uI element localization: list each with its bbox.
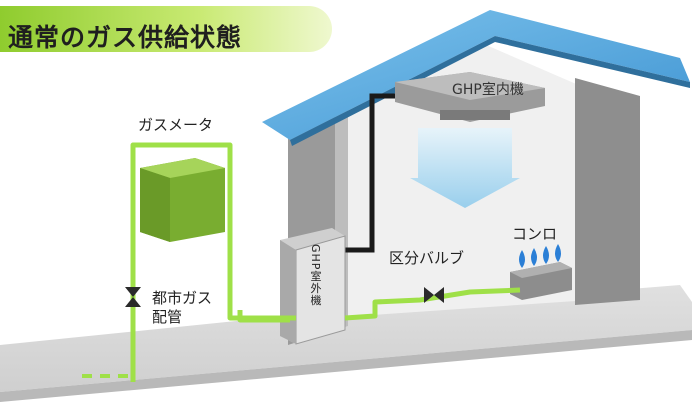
gas-pipe <box>130 142 521 382</box>
stove-flames <box>519 244 561 268</box>
ghp-indoor-unit-top <box>395 72 545 100</box>
house-right-wall <box>575 78 640 305</box>
title-banner: 通常のガス供給状態 <box>0 6 332 52</box>
city-gas-pipe-label: 都市ガス 配管 <box>152 289 242 327</box>
ghp-indoor-label: GHP室内機 <box>452 82 524 98</box>
city-gas-label-line1: 都市ガス <box>152 289 213 307</box>
stove-label: コンロ <box>512 225 558 243</box>
city-gas-valve <box>125 287 141 297</box>
gas-meter-label: ガスメータ <box>138 116 214 134</box>
section-valve-label: 区分バルブ <box>389 249 465 267</box>
city-gas-label-line2: 配管 <box>152 308 183 326</box>
section-valve-right <box>434 287 444 303</box>
page-title: 通常のガス供給状態 <box>8 23 243 52</box>
ghp-outdoor-label: GHP室外機 <box>309 244 322 307</box>
ghp-indoor-vent <box>440 110 510 120</box>
gas-meter-top <box>140 158 225 178</box>
roof-edge <box>290 36 690 146</box>
roof <box>262 10 690 140</box>
city-gas-valve-lower <box>125 297 141 307</box>
refrigerant-pipe <box>340 93 410 253</box>
ground-slab-edge <box>0 330 692 402</box>
ghp-outdoor-unit-side <box>280 240 296 344</box>
stove-top <box>510 262 572 278</box>
ground-slab <box>0 285 692 392</box>
airflow-arrow <box>410 128 520 208</box>
gas-meter-front <box>140 168 170 242</box>
section-valve-left <box>424 287 434 303</box>
